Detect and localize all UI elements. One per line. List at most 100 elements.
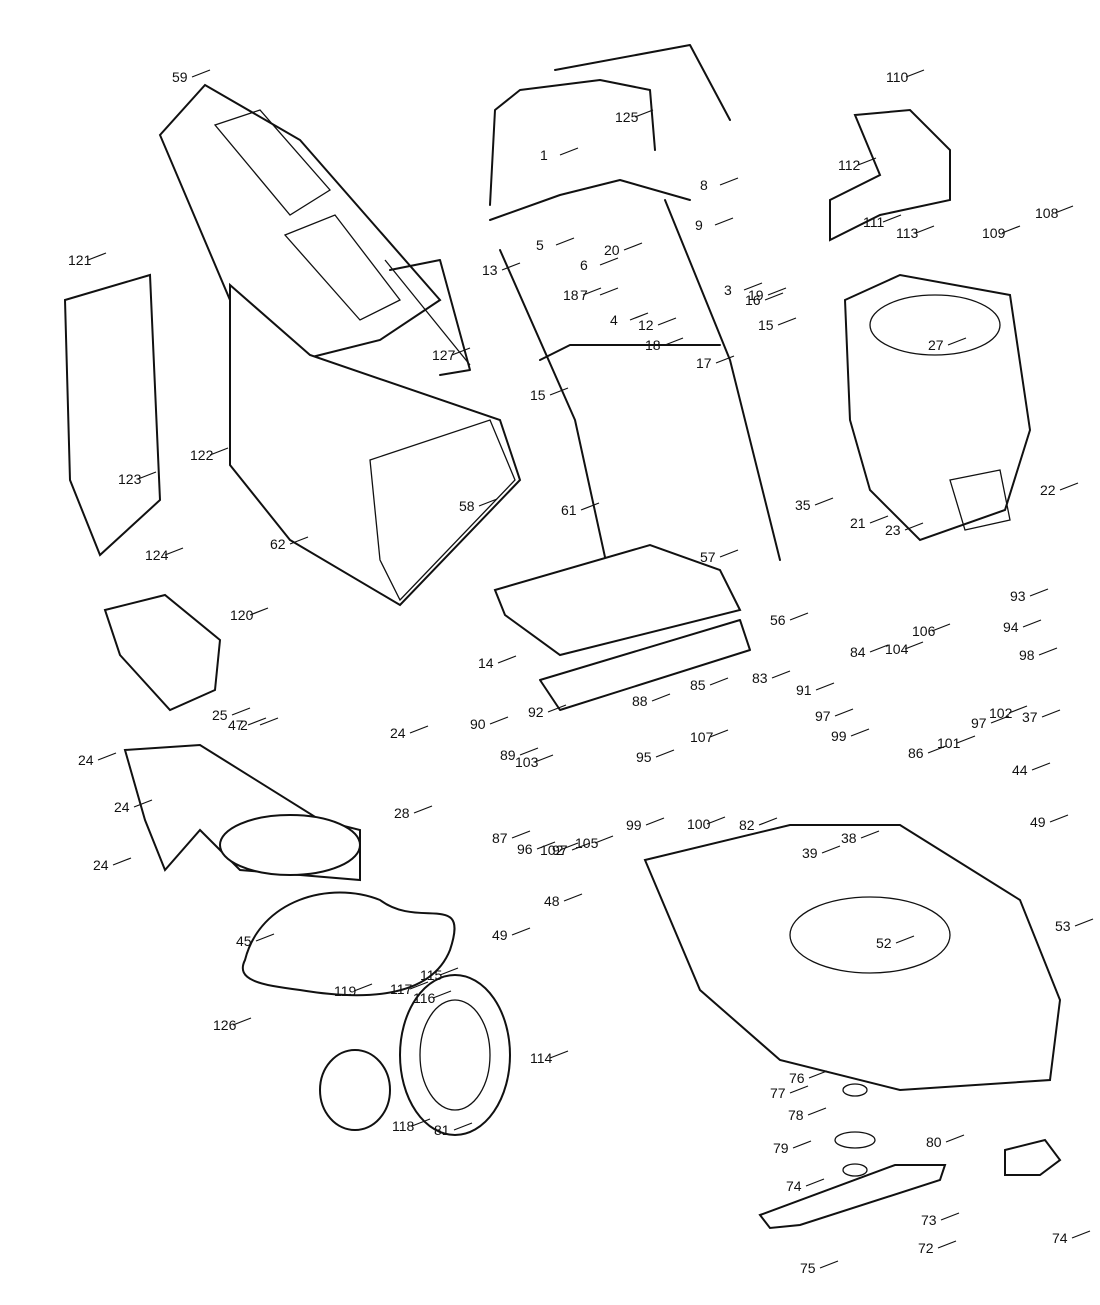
rear-flap	[493, 543, 742, 657]
leader-line	[789, 1085, 809, 1094]
leader-line	[536, 841, 556, 850]
leader-line	[709, 729, 729, 738]
callout-56: 56	[770, 612, 786, 628]
leader-line	[819, 1260, 839, 1269]
callout-92: 92	[528, 704, 544, 720]
callout-94: 94	[1003, 619, 1019, 635]
callout-79: 79	[773, 1140, 789, 1156]
callout-80: 80	[926, 1134, 942, 1150]
leader-line	[805, 1178, 825, 1187]
leader-line	[623, 242, 643, 251]
leader-line	[594, 835, 614, 844]
leader-line	[850, 728, 870, 737]
leader-line	[137, 471, 157, 480]
leader-line	[629, 312, 649, 321]
callout-87: 87	[492, 830, 508, 846]
leader-line	[1001, 225, 1021, 234]
callout-102: 102	[540, 842, 564, 858]
leader-line	[956, 735, 976, 744]
callout-122: 122	[190, 447, 214, 463]
callout-88: 88	[632, 693, 648, 709]
callout-58: 58	[459, 498, 475, 514]
upper-handle	[554, 44, 731, 121]
leader-line	[771, 670, 791, 679]
callout-74: 74	[1052, 1230, 1068, 1246]
leader-line	[789, 612, 809, 621]
leader-line	[599, 287, 619, 296]
callout-57: 57	[700, 549, 716, 565]
leader-line	[478, 498, 498, 507]
callout-91: 91	[796, 682, 812, 698]
leader-line	[1022, 619, 1042, 628]
leader-line	[87, 252, 107, 261]
callout-123: 123	[118, 471, 142, 487]
callout-27: 27	[928, 337, 944, 353]
leader-line	[767, 287, 787, 296]
drive-belt	[242, 891, 456, 997]
callout-116: 116	[413, 990, 436, 1006]
callout-126: 126	[213, 1017, 237, 1033]
leader-line	[857, 157, 877, 166]
leader-line	[645, 817, 665, 826]
callout-2: 2	[240, 717, 248, 733]
callout-49: 49	[1030, 814, 1046, 830]
leader-line	[555, 237, 575, 246]
leader-line	[990, 715, 1010, 724]
leader-line	[807, 1107, 827, 1116]
callout-83: 83	[752, 670, 768, 686]
callout-77: 77	[770, 1085, 786, 1101]
callout-75: 75	[800, 1260, 816, 1276]
callout-97: 97	[552, 842, 568, 858]
leader-line	[904, 522, 924, 531]
leader-line	[164, 547, 184, 556]
callout-19: 19	[748, 287, 764, 303]
leader-line	[869, 515, 889, 524]
leader-line	[869, 644, 889, 653]
callout-118: 118	[392, 1118, 415, 1134]
callout-82: 82	[739, 817, 755, 833]
leader-line	[559, 147, 579, 156]
leader-line	[714, 217, 734, 226]
leader-line	[1008, 705, 1028, 714]
engine	[843, 273, 1032, 542]
callout-15: 15	[758, 317, 774, 333]
leader-line	[777, 317, 797, 326]
leader-line	[259, 717, 279, 726]
callout-5: 5	[536, 237, 544, 253]
hub-cap	[319, 1049, 391, 1131]
callout-24: 24	[390, 725, 406, 741]
callout-38: 38	[841, 830, 857, 846]
mower-deck	[643, 824, 1062, 1092]
callout-52: 52	[876, 935, 892, 951]
leader-line	[1054, 205, 1074, 214]
leader-line	[411, 1118, 431, 1127]
leader-line	[289, 536, 309, 545]
leader-line	[559, 842, 579, 851]
leader-line	[1041, 709, 1061, 718]
leader-line	[931, 623, 951, 632]
callout-97: 97	[815, 708, 831, 724]
leader-line	[743, 282, 763, 291]
leader-line	[409, 981, 429, 990]
leader-line	[547, 704, 567, 713]
leader-line	[834, 708, 854, 717]
leader-line	[511, 927, 531, 936]
callout-81: 81	[434, 1122, 450, 1138]
callout-12: 12	[638, 317, 654, 333]
callout-117: 117	[390, 981, 413, 997]
callout-97: 97	[971, 715, 987, 731]
callout-89: 89	[500, 747, 516, 763]
callout-15: 15	[530, 387, 546, 403]
callout-62: 62	[270, 536, 286, 552]
callout-37: 37	[1022, 709, 1038, 725]
callout-103: 103	[515, 754, 539, 770]
leader-line	[489, 716, 509, 725]
callout-74: 74	[786, 1178, 802, 1194]
callout-101: 101	[937, 735, 961, 751]
callout-93: 93	[1010, 588, 1026, 604]
leader-line	[549, 1050, 569, 1059]
callout-39: 39	[802, 845, 818, 861]
leader-line	[657, 317, 677, 326]
callout-22: 22	[1040, 482, 1056, 498]
